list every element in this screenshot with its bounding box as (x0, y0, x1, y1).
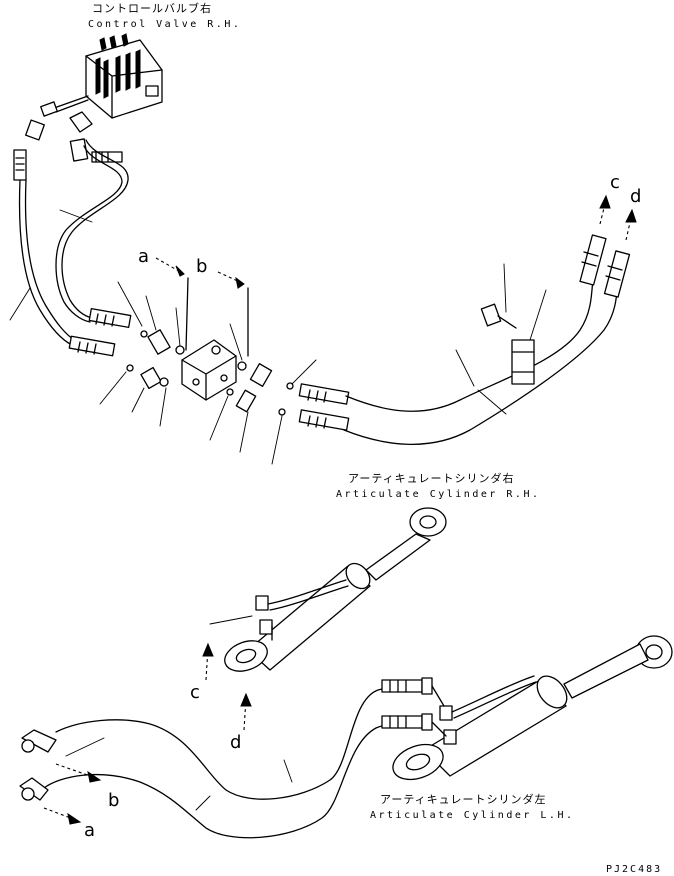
drawing-code: PJ2C483 (606, 864, 662, 875)
lower-hoses (43, 687, 421, 839)
long-hoses-right (343, 255, 621, 445)
reference-letter-c-mid: c (190, 682, 200, 703)
reference-letter-a-bottom: a (84, 820, 95, 841)
reference-letter-b-bottom: b (108, 790, 119, 811)
valve-outlet-fittings (13, 111, 123, 181)
cylinder-lh-label-jp: アーティキュレートシリンダ左 (380, 792, 546, 806)
reference-letter-a-top: a (138, 246, 149, 267)
cylinder-rh-label-en: Articulate Cylinder R.H. (336, 489, 541, 500)
cylinder-rh-label-jp: アーティキュレートシリンダ右 (348, 471, 514, 485)
articulate-cylinder-rh (224, 507, 447, 672)
reference-arrows-cd-top (599, 194, 637, 241)
reference-arrows-ab-bottom (43, 763, 102, 825)
reference-arrows-cd-mid (202, 615, 253, 731)
reference-arrows-top (155, 257, 249, 357)
manifold-block (181, 339, 237, 401)
reference-letter-d-top: d (630, 186, 641, 207)
upper-hoses (9, 139, 129, 346)
hose-clamp-bracket (480, 263, 547, 385)
reference-letter-b-top: b (196, 256, 207, 277)
articulate-cylinder-lh (392, 635, 673, 781)
reference-letter-d-mid: d (230, 732, 241, 753)
lower-left-fittings (19, 729, 57, 801)
reference-letter-c-top: c (610, 172, 620, 193)
control-valve-label-en: Control Valve R.H. (88, 19, 241, 30)
control-valve-label-jp: コントロールバルブ右 (92, 1, 212, 15)
control-valve (40, 33, 163, 119)
cylinder-lh-label-en: Articulate Cylinder L.H. (370, 810, 575, 821)
lh-cylinder-hose-fittings (381, 677, 433, 731)
small-parts-cluster (99, 281, 317, 465)
end-fittings-cd (579, 234, 631, 298)
hose-end-fittings-left (68, 307, 132, 357)
hose-end-fittings-right (298, 383, 350, 431)
